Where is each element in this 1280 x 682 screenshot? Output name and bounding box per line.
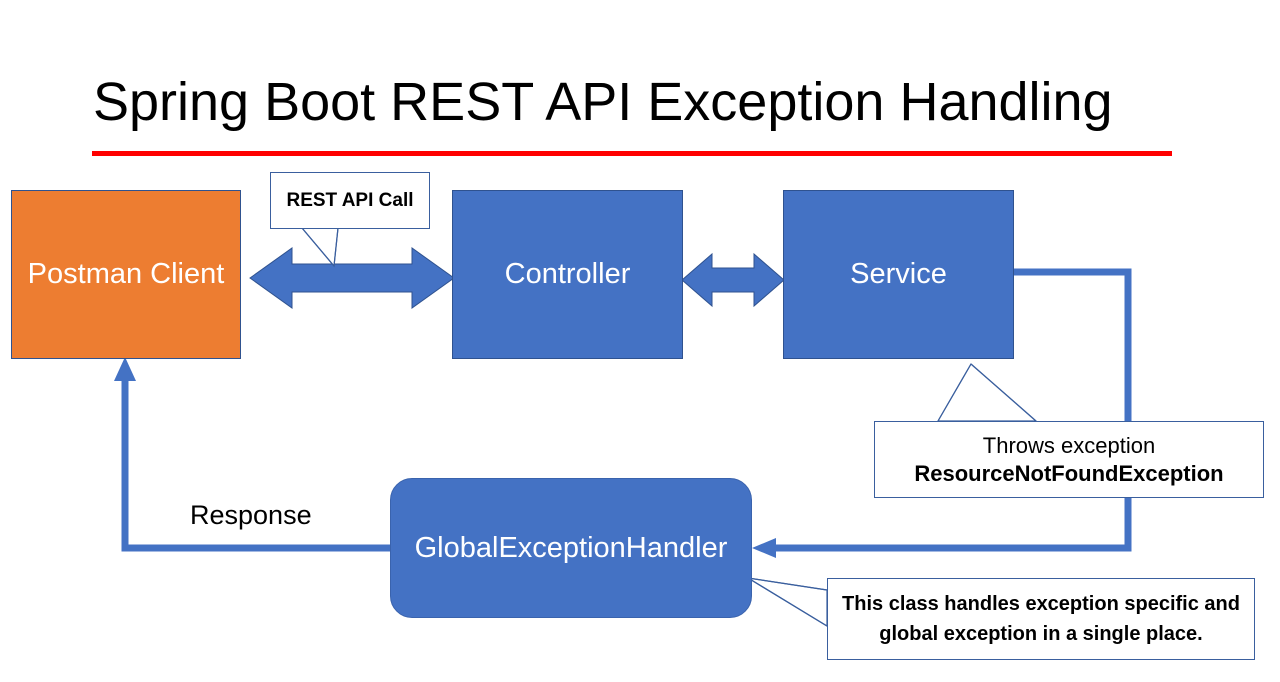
page-title: Spring Boot REST API Exception Handling [93, 72, 1113, 132]
callout-throws-line-2: ResourceNotFoundException [914, 460, 1224, 486]
title-underline-rule [92, 151, 1172, 156]
node-global-exception-handler-label: GlobalExceptionHandler [414, 531, 728, 564]
node-controller-label: Controller [504, 258, 631, 290]
node-service-label: Service [850, 258, 947, 290]
node-global-exception-handler[interactable]: GlobalExceptionHandler [390, 478, 752, 618]
label-response: Response [190, 500, 312, 530]
callout-rest-api-call[interactable]: REST API Call [270, 172, 430, 229]
arrow-postman-controller [249, 247, 455, 309]
arrow-controller-service [681, 252, 785, 308]
callout-handler-note[interactable]: This class handles exception specific an… [827, 578, 1255, 660]
node-postman-client[interactable]: Postman Client [11, 190, 241, 359]
node-service[interactable]: Service [783, 190, 1014, 359]
callout-handler-note-line-1: This class handles exception specific an… [842, 593, 1240, 615]
callout-handler-note-line-2: global exception in a single place. [879, 623, 1203, 645]
node-controller[interactable]: Controller [452, 190, 683, 359]
callout-tail-handler-note [747, 577, 828, 628]
callout-rest-api-call-text: REST API Call [286, 189, 414, 211]
callout-tail-rest-api-call [300, 227, 339, 268]
node-postman-client-label: Postman Client [27, 258, 225, 290]
callout-throws-line-1: Throws exception [982, 432, 1156, 458]
callout-throws-exception[interactable]: Throws exception ResourceNotFoundExcepti… [874, 421, 1264, 498]
callout-tail-throws [936, 363, 1038, 422]
